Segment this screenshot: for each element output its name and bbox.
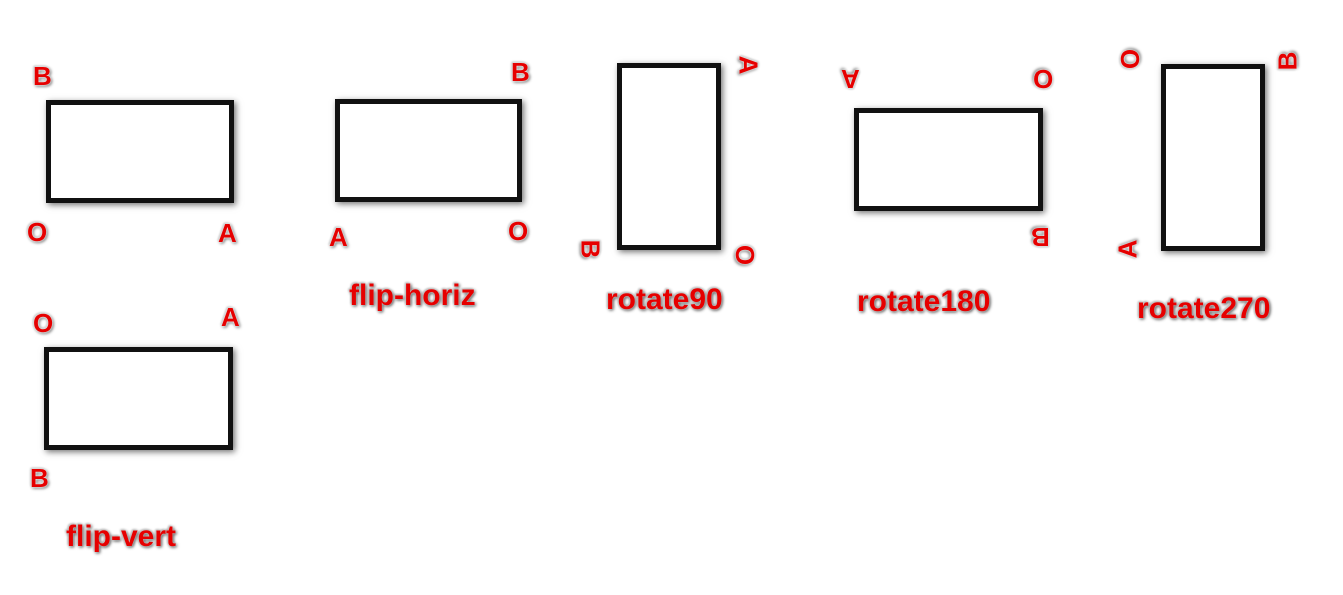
rectangle-flip-vert (44, 347, 233, 450)
rectangle-flip-horiz (335, 99, 522, 202)
corner-label-b: B (511, 57, 530, 87)
caption-rotate90: rotate90 (606, 283, 723, 316)
corner-label-o: O (508, 216, 529, 246)
corner-label-a: A (218, 218, 237, 248)
corner-label-a: A (1112, 239, 1143, 259)
corner-label-o: O (33, 308, 54, 338)
corner-label-b: B (33, 61, 52, 91)
corner-label-a: A (329, 222, 348, 252)
rectangle-rotate90 (617, 63, 721, 250)
corner-label-o: O (730, 244, 761, 266)
caption-rotate270: rotate270 (1137, 292, 1271, 325)
corner-label-a: A (733, 55, 764, 75)
rectangle-rotate270 (1161, 64, 1265, 251)
corner-label-o: O (1033, 64, 1054, 94)
corner-label-a: A (221, 302, 240, 332)
corner-label-a: A (841, 64, 860, 94)
corner-label-b: B (30, 463, 49, 493)
corner-label-b: B (1272, 51, 1303, 71)
caption-flip-vert: flip-vert (66, 520, 177, 553)
caption-flip-horiz: flip-horiz (349, 279, 476, 312)
rectangle-rotate180 (854, 108, 1043, 211)
caption-rotate180: rotate180 (857, 285, 991, 318)
rectangle-original (46, 100, 234, 203)
corner-label-o: O (1115, 48, 1146, 70)
corner-label-b: B (575, 239, 606, 259)
corner-label-o: O (27, 217, 48, 247)
corner-label-b: B (1031, 222, 1050, 252)
